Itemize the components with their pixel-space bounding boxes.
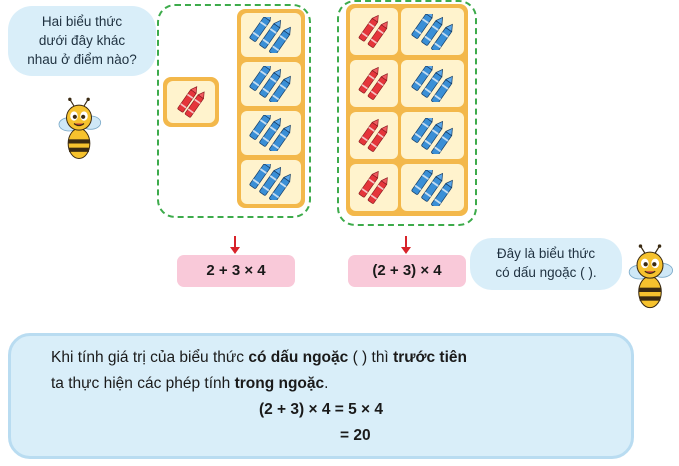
blue-crayon-cell [401, 112, 464, 159]
red-crayon-pair-icon [358, 117, 391, 152]
blue-crayon-cell [241, 160, 301, 204]
red-crayon-cell [350, 60, 398, 107]
blue-crayon-triple-icon [410, 117, 456, 154]
rule-line-1: Khi tính giá trị của biểu thức có dấu ng… [51, 349, 467, 366]
group-right [337, 0, 477, 226]
blue-crayon-cell [401, 8, 464, 55]
blue-crayon-cell [241, 111, 301, 155]
red-crayon-pair-icon [358, 13, 391, 48]
red-crayon-pair-icon [358, 169, 391, 204]
arrow-left [230, 236, 240, 254]
blue-crayon-triple-icon [248, 17, 294, 53]
bee-icon [54, 95, 104, 167]
question-line-3: nhau ở điểm nào? [27, 52, 137, 67]
blue-crayon-triple-icon [410, 65, 456, 102]
parentheses-line-1: Đây là biểu thức [496, 246, 596, 261]
blue-crayon-triple-icon [410, 169, 456, 206]
red-crayon-pair-icon [176, 85, 208, 119]
blue-crayon-triple-icon [410, 13, 456, 50]
parentheses-bubble: Đây là biểu thức có dấu ngoặc ( ). [470, 238, 622, 290]
blue-crayon-cell [401, 60, 464, 107]
expression-without-parentheses: 2 + 3 × 4 [177, 255, 295, 287]
blue-crayon-triple-icon [248, 164, 294, 200]
question-line-2: dưới đây khác [38, 33, 126, 48]
tray-red-single [163, 77, 219, 127]
blue-crayon-cell [241, 62, 301, 106]
question-bubble: Hai biểu thức dưới đây khác nhau ở điểm … [8, 6, 156, 76]
parentheses-line-2: có dấu ngoặc ( ). [495, 265, 597, 280]
rule-line-2: ta thực hiện các phép tính trong ngoặc. [51, 375, 329, 392]
red-crayon-cell [350, 164, 398, 211]
question-line-1: Hai biểu thức [41, 14, 123, 29]
red-crayon-pair-icon [358, 65, 391, 100]
blue-crayon-cell [401, 164, 464, 211]
red-crayon-cell [350, 112, 398, 159]
red-crayon-cell [350, 8, 398, 55]
blue-crayon-triple-icon [248, 66, 294, 102]
equation-step-2: = 20 [340, 427, 371, 444]
blue-crayon-cell [241, 13, 301, 57]
equation-step-1: (2 + 3) × 4 = 5 × 4 [258, 401, 384, 418]
blue-crayon-triple-icon [248, 115, 294, 151]
bee-icon [624, 244, 676, 314]
arrow-right [401, 236, 411, 254]
group-left [157, 4, 311, 218]
rule-box: Khi tính giá trị của biểu thức có dấu ng… [8, 333, 634, 459]
expression-with-parentheses: (2 + 3) × 4 [348, 255, 466, 287]
